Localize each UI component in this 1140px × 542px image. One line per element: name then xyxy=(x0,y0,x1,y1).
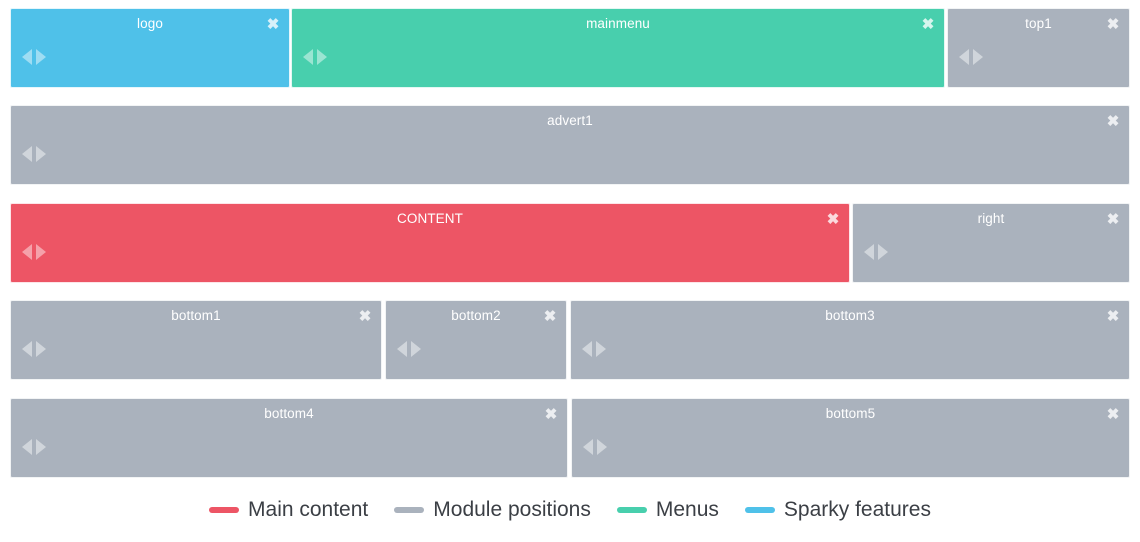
legend-item: Module positions xyxy=(394,498,591,522)
legend-label: Sparky features xyxy=(783,498,931,521)
close-icon[interactable]: ✖ xyxy=(544,406,558,423)
panel-content[interactable]: CONTENT ✖ xyxy=(10,203,850,283)
panel-title: bottom3 xyxy=(825,308,875,323)
arrow-right-icon[interactable] xyxy=(317,49,327,65)
close-icon[interactable]: ✖ xyxy=(1106,211,1120,228)
panel-right[interactable]: right ✖ xyxy=(852,203,1130,283)
legend-label: Module positions xyxy=(433,498,591,521)
panel-bottom5[interactable]: bottom5 ✖ xyxy=(571,398,1130,478)
arrow-left-icon[interactable] xyxy=(22,341,32,357)
panel-title: advert1 xyxy=(547,113,593,128)
panel-mainmenu[interactable]: mainmenu ✖ xyxy=(291,8,945,88)
legend-swatch-icon xyxy=(394,507,425,513)
legend-label: Main content xyxy=(248,498,369,521)
row-advert: advert1 ✖ xyxy=(0,105,1140,185)
panel-title: bottom5 xyxy=(825,406,876,421)
panel-resize-arrows xyxy=(22,341,46,357)
arrow-right-icon[interactable] xyxy=(973,49,983,65)
panel-resize-arrows xyxy=(959,49,983,65)
close-icon[interactable]: ✖ xyxy=(1106,113,1120,130)
arrow-right-icon[interactable] xyxy=(36,439,46,455)
close-icon[interactable]: ✖ xyxy=(358,308,372,325)
arrow-right-icon[interactable] xyxy=(36,49,46,65)
panel-resize-arrows xyxy=(22,439,46,455)
row-top: logo ✖ mainmenu ✖ top1 ✖ xyxy=(0,8,1140,88)
panel-resize-arrows xyxy=(303,49,327,65)
panel-resize-arrows xyxy=(397,341,421,357)
panel-title: mainmenu xyxy=(586,16,650,31)
arrow-right-icon[interactable] xyxy=(597,439,607,455)
arrow-right-icon[interactable] xyxy=(36,244,46,260)
panel-title: CONTENT xyxy=(397,211,463,226)
panel-bottom1[interactable]: bottom1 ✖ xyxy=(10,300,382,380)
panel-advert1[interactable]: advert1 ✖ xyxy=(10,105,1130,185)
row-bottom-b: bottom4 ✖ bottom5 ✖ xyxy=(0,398,1140,478)
close-icon[interactable]: ✖ xyxy=(1106,406,1120,423)
panel-title: bottom4 xyxy=(264,406,314,421)
close-icon[interactable]: ✖ xyxy=(921,16,935,33)
legend-item: Sparky features xyxy=(744,498,931,522)
arrow-left-icon[interactable] xyxy=(959,49,969,65)
panel-title: bottom2 xyxy=(451,308,501,323)
arrow-left-icon[interactable] xyxy=(22,146,32,162)
arrow-left-icon[interactable] xyxy=(397,341,407,357)
legend-item: Menus xyxy=(616,498,719,522)
arrow-left-icon[interactable] xyxy=(864,244,874,260)
close-icon[interactable]: ✖ xyxy=(1106,308,1120,325)
arrow-left-icon[interactable] xyxy=(303,49,313,65)
arrow-left-icon[interactable] xyxy=(22,244,32,260)
close-icon[interactable]: ✖ xyxy=(1106,16,1120,33)
legend-item: Main content xyxy=(209,498,368,522)
panel-bottom3[interactable]: bottom3 ✖ xyxy=(570,300,1130,380)
legend-swatch-icon xyxy=(209,507,240,513)
row-content: CONTENT ✖ right ✖ xyxy=(0,203,1140,283)
panel-resize-arrows xyxy=(22,146,46,162)
panel-title: bottom1 xyxy=(171,308,221,323)
panel-top1[interactable]: top1 ✖ xyxy=(947,8,1130,88)
panel-resize-arrows xyxy=(22,49,46,65)
arrow-right-icon[interactable] xyxy=(36,341,46,357)
panel-resize-arrows xyxy=(582,341,606,357)
legend-swatch-icon xyxy=(616,507,647,513)
arrow-left-icon[interactable] xyxy=(583,439,593,455)
panel-bottom4[interactable]: bottom4 ✖ xyxy=(10,398,568,478)
panel-resize-arrows xyxy=(22,244,46,260)
arrow-right-icon[interactable] xyxy=(411,341,421,357)
legend: Main content Module positions Menus Sparky … xyxy=(0,488,1140,532)
close-icon[interactable]: ✖ xyxy=(266,16,280,33)
arrow-right-icon[interactable] xyxy=(36,146,46,162)
panel-logo[interactable]: logo ✖ xyxy=(10,8,290,88)
close-icon[interactable]: ✖ xyxy=(826,211,840,228)
arrow-left-icon[interactable] xyxy=(582,341,592,357)
arrow-left-icon[interactable] xyxy=(22,49,32,65)
panel-title: right xyxy=(977,211,1005,226)
arrow-right-icon[interactable] xyxy=(878,244,888,260)
row-bottom-a: bottom1 ✖ bottom2 ✖ bottom3 ✖ xyxy=(0,300,1140,380)
panel-resize-arrows xyxy=(583,439,607,455)
arrow-left-icon[interactable] xyxy=(22,439,32,455)
arrow-right-icon[interactable] xyxy=(596,341,606,357)
panel-title: logo xyxy=(137,16,163,31)
close-icon[interactable]: ✖ xyxy=(543,308,557,325)
legend-swatch-icon xyxy=(744,507,775,513)
panel-bottom2[interactable]: bottom2 ✖ xyxy=(385,300,567,380)
panel-title: top1 xyxy=(1025,16,1052,31)
legend-label: Menus xyxy=(655,498,719,521)
panel-resize-arrows xyxy=(864,244,888,260)
